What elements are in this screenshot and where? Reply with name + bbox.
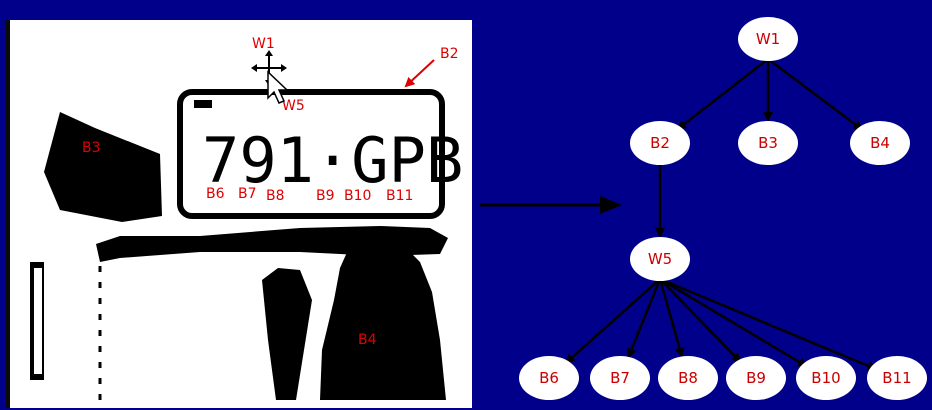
tree-node-w1: W1 bbox=[738, 17, 798, 61]
region-b3 bbox=[44, 112, 162, 222]
edge-w1-b4 bbox=[767, 58, 864, 131]
svg-text:B10: B10 bbox=[811, 369, 840, 387]
tree-node-b2: B2 bbox=[630, 121, 690, 165]
edge-w5-b10 bbox=[659, 277, 808, 368]
tree-node-b9: B9 bbox=[726, 356, 786, 400]
edge-w5-b7 bbox=[626, 278, 662, 359]
edge-w5-b6 bbox=[564, 278, 661, 365]
transform-arrow bbox=[480, 196, 622, 214]
edge-w5-b11 bbox=[659, 277, 878, 371]
tree-node-b11: B11 bbox=[867, 356, 927, 400]
tree-node-w5: W5 bbox=[630, 237, 690, 281]
edge-w5-b9 bbox=[659, 278, 742, 363]
svg-text:B8: B8 bbox=[678, 369, 698, 387]
label-b6: B6 bbox=[206, 186, 225, 202]
tree-node-b4: B4 bbox=[850, 121, 910, 165]
tree-node-b6: B6 bbox=[519, 356, 579, 400]
svg-text:B7: B7 bbox=[610, 369, 630, 387]
label-b3: B3 bbox=[82, 140, 101, 156]
label-b2: B2 bbox=[440, 46, 459, 62]
svg-text:B9: B9 bbox=[746, 369, 766, 387]
binarized-plate-image: 791·GPB W1 B2 W5 B3 B4 B6 B7 B8 B9 B10 B… bbox=[6, 20, 472, 408]
label-b9: B9 bbox=[316, 188, 335, 204]
plate-mark bbox=[194, 100, 212, 108]
svg-text:B3: B3 bbox=[758, 134, 778, 152]
svg-text:W5: W5 bbox=[648, 250, 672, 268]
label-b8: B8 bbox=[266, 188, 285, 204]
tree-node-b7: B7 bbox=[590, 356, 650, 400]
image-left-edge bbox=[6, 20, 10, 408]
label-b11: B11 bbox=[386, 188, 413, 204]
svg-text:B11: B11 bbox=[882, 369, 911, 387]
left-bracket-inner bbox=[34, 268, 42, 374]
tree-node-b10: B10 bbox=[796, 356, 856, 400]
svg-text:B6: B6 bbox=[539, 369, 559, 387]
tree-node-b3: B3 bbox=[738, 121, 798, 165]
svg-text:B2: B2 bbox=[650, 134, 670, 152]
label-w5: W5 bbox=[282, 98, 305, 114]
b2-pointer-arrow bbox=[404, 59, 435, 88]
plate-border bbox=[177, 89, 445, 219]
tree-node-b8: B8 bbox=[658, 356, 718, 400]
region-b4-fragment bbox=[262, 268, 312, 400]
mouse-pointer-icon bbox=[267, 70, 289, 104]
region-b4 bbox=[320, 242, 446, 400]
label-b10: B10 bbox=[344, 188, 371, 204]
plate-characters: 791·GPB bbox=[202, 124, 463, 197]
label-w1: W1 bbox=[252, 36, 275, 52]
tree-edges bbox=[564, 58, 878, 371]
label-b7: B7 bbox=[238, 186, 257, 202]
label-b4: B4 bbox=[358, 332, 377, 348]
svg-text:W1: W1 bbox=[756, 30, 780, 48]
edge-w5-b8 bbox=[658, 278, 685, 358]
edge-w1-b2 bbox=[676, 58, 769, 131]
svg-text:B4: B4 bbox=[870, 134, 890, 152]
tree-nodes: W1 B2 B3 B4 W5 B6 B7 B8 bbox=[519, 17, 927, 400]
